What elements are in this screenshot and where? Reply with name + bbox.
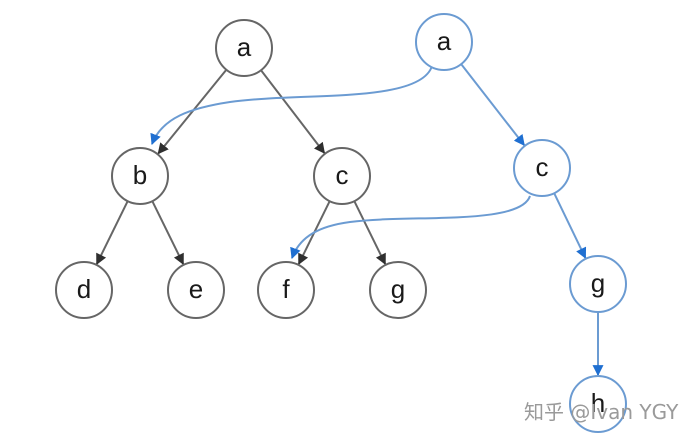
edge-b-e [151, 200, 185, 265]
left-node-a-circle [215, 19, 273, 77]
left-node-e: e [167, 261, 225, 319]
left-node-a-label: a [237, 32, 252, 62]
left-node-g-label: g [391, 274, 405, 304]
shared-link-a2-b [150, 65, 433, 146]
watermark: 知乎 @Ivan YGY [524, 400, 679, 424]
edge-c2-g2 [553, 192, 587, 259]
left-node-g: g [369, 261, 427, 319]
right-node-a2-label: a [437, 26, 452, 56]
left-node-d-label: d [77, 274, 91, 304]
shared-link-c2-f [290, 195, 531, 260]
edge-a-b [157, 69, 228, 155]
edge-c-g [353, 200, 387, 265]
left-node-c-circle [313, 147, 371, 205]
edge-a-c [260, 69, 326, 154]
left-node-c: c [313, 147, 371, 205]
right-node-h2-circle [569, 375, 627, 433]
edge-b-d [95, 200, 129, 265]
left-node-f-label: f [282, 274, 290, 304]
right-node-h2: h [569, 375, 627, 433]
right-node-g2-label: g [591, 268, 605, 298]
left-node-e-circle [167, 261, 225, 319]
right-node-a2-circle [415, 13, 473, 71]
right-node-c2-circle [513, 139, 571, 197]
right-node-h2-label: h [591, 388, 605, 418]
left-node-b-circle [111, 147, 169, 205]
right-node-c2: c [513, 139, 571, 197]
left-node-f: f [257, 261, 315, 319]
right-node-c2-label: c [536, 152, 549, 182]
left-node-f-circle [257, 261, 315, 319]
left-node-b: b [111, 147, 169, 205]
left-node-d-circle [55, 261, 113, 319]
left-node-e-label: e [189, 274, 203, 304]
right-node-a2: a [415, 13, 473, 71]
right-node-g2-circle [569, 255, 627, 313]
left-node-g-circle [369, 261, 427, 319]
left-node-d: d [55, 261, 113, 319]
left-node-a: a [215, 19, 273, 77]
left-node-b-label: b [133, 160, 147, 190]
right-node-g2: g [569, 255, 627, 313]
edge-a2-c2 [460, 63, 525, 146]
left-node-c-label: c [336, 160, 349, 190]
